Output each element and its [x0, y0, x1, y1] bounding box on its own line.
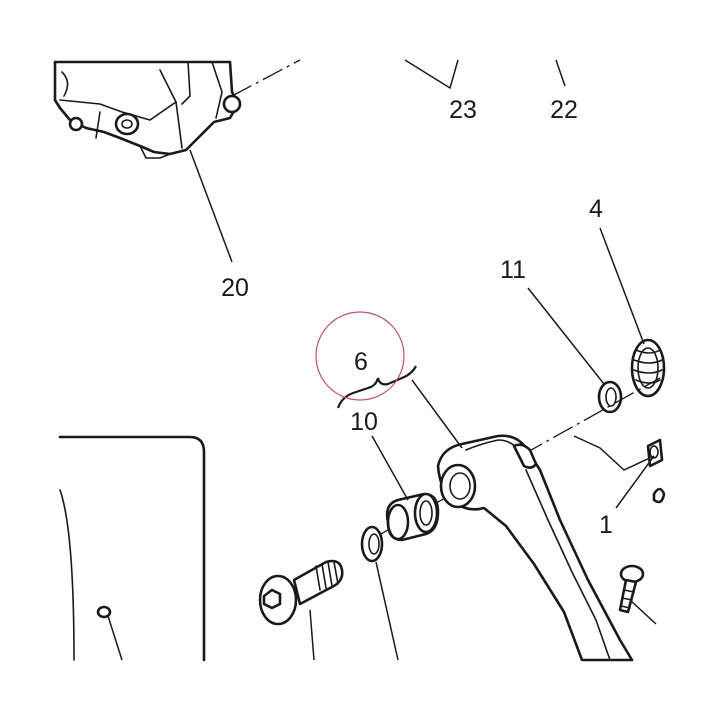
callout-10: 10 [350, 408, 378, 436]
leader-11 [527, 287, 605, 385]
callout-1: 1 [599, 511, 613, 539]
shoulder-bolt [258, 559, 344, 626]
leader-o-ring [375, 561, 399, 661]
callout-23: 23 [449, 96, 477, 124]
spring-4 [630, 338, 666, 398]
leader-4 [599, 227, 645, 345]
leader-6-brace [411, 379, 463, 449]
centerline-upper [231, 59, 301, 97]
leader-22 [555, 59, 566, 87]
leader-1b [573, 435, 655, 471]
pedal-lever [436, 434, 634, 662]
leader-1 [615, 455, 655, 509]
callout-6: 6 [354, 348, 368, 376]
leader-10 [371, 435, 409, 501]
o-ring [360, 525, 384, 563]
leader-23 [404, 59, 459, 90]
leader-screw [629, 599, 657, 625]
group-brace-6 [336, 365, 417, 409]
highlight-circle [315, 311, 405, 401]
frame-outline [58, 435, 206, 662]
pivot-pin [646, 438, 666, 504]
callout-20: 20 [221, 274, 249, 302]
callout-4: 4 [589, 195, 603, 223]
casting-assembly-20 [53, 60, 242, 159]
callout-22: 22 [550, 96, 578, 124]
leader-bolt [309, 609, 315, 661]
leader-20 [189, 149, 233, 263]
bushing-10 [385, 492, 440, 542]
callout-11: 11 [500, 256, 526, 284]
small-screw [618, 564, 645, 614]
leader-frame [107, 615, 123, 661]
washer-11 [597, 380, 623, 414]
